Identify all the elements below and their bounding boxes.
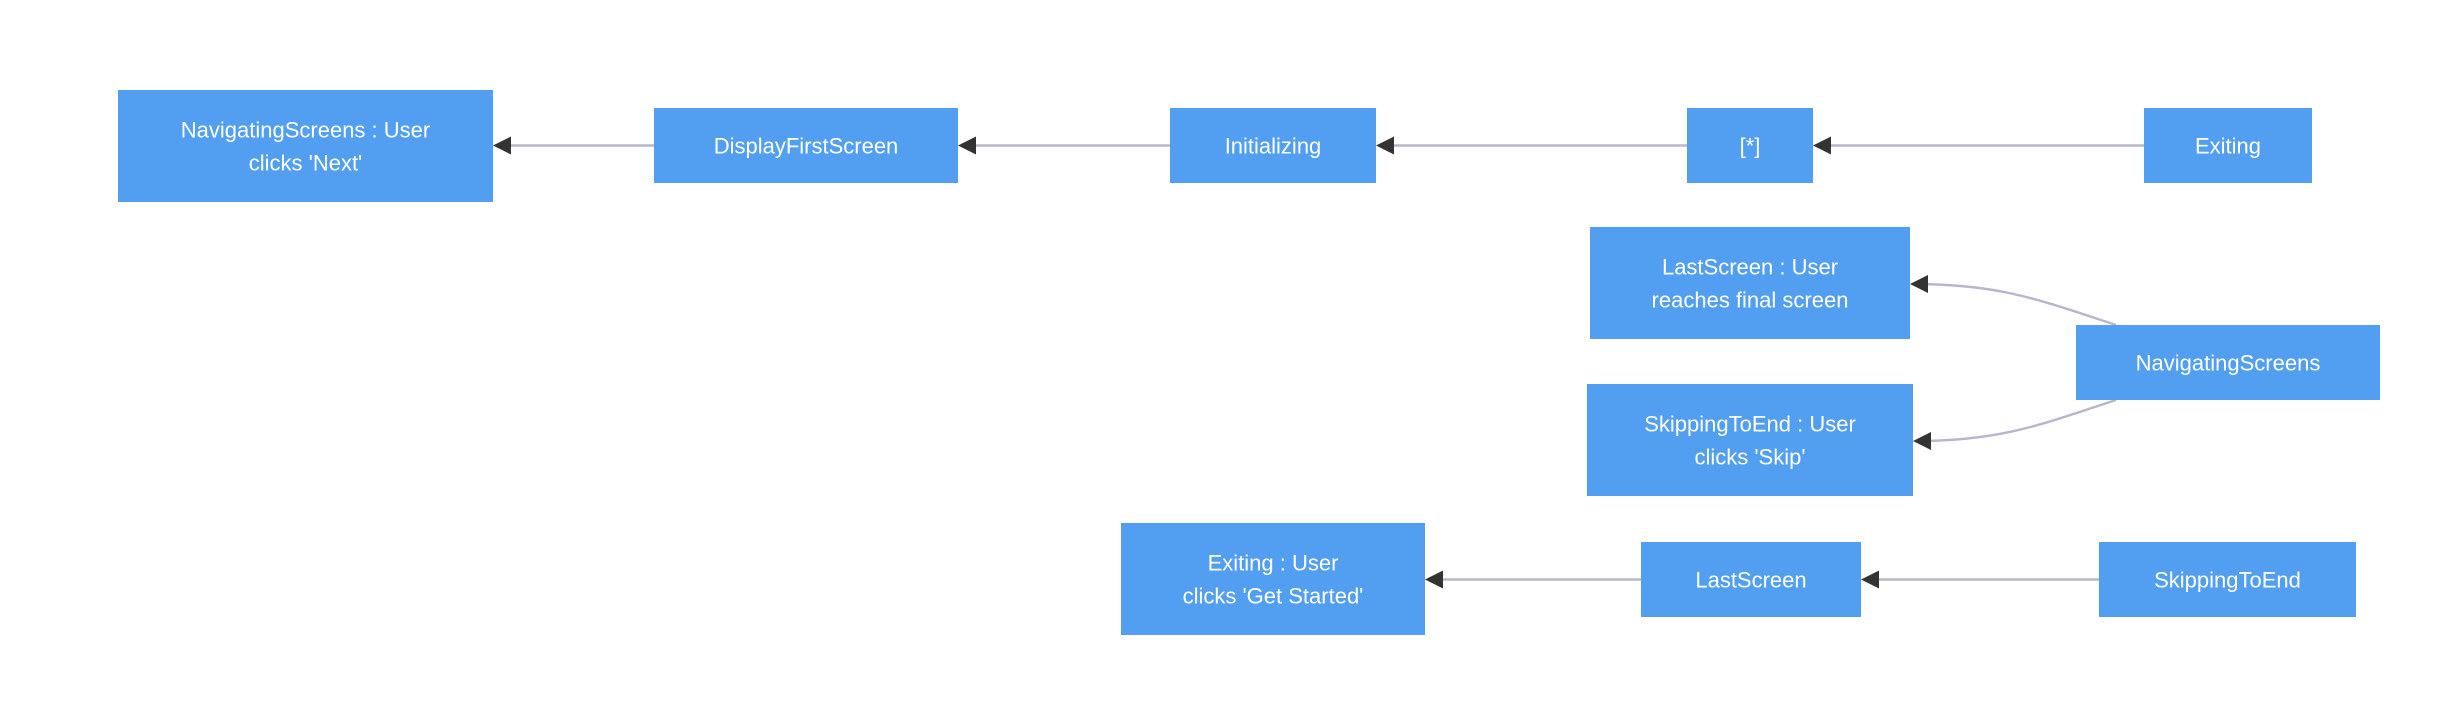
state-label-line: LastScreen : User — [1662, 255, 1838, 280]
state-label-line: reaches final screen — [1652, 288, 1849, 313]
arrowhead-lastscreen-final — [1910, 275, 1928, 293]
arrowhead-initializing — [1376, 136, 1394, 155]
state-box — [2076, 325, 2380, 400]
state-node-skipping: SkippingToEnd — [2099, 542, 2356, 617]
arrowhead-skipping-skip — [1913, 432, 1931, 450]
state-node-display-first: DisplayFirstScreen — [654, 108, 958, 183]
state-label-line: DisplayFirstScreen — [714, 134, 899, 159]
state-label-line: Initializing — [1225, 134, 1322, 159]
state-label-line: clicks 'Next' — [249, 151, 363, 176]
state-box — [1641, 542, 1861, 617]
state-label-line: LastScreen — [1695, 568, 1806, 593]
state-box — [2144, 108, 2312, 183]
state-box — [654, 108, 958, 183]
state-box — [1587, 384, 1913, 496]
state-label-line: SkippingToEnd : User — [1644, 412, 1856, 437]
edge-navigating-to-lastscreen-final — [1912, 282, 2117, 327]
state-node-lastscreen-final: LastScreen : User reaches final screen — [1590, 227, 1910, 339]
state-node-navigating-next: NavigatingScreens : User clicks 'Next' — [118, 90, 493, 202]
state-label-line: SkippingToEnd — [2154, 568, 2301, 593]
state-label-line: clicks 'Skip' — [1694, 445, 1805, 470]
edges-layer — [493, 136, 2144, 589]
state-box — [118, 90, 493, 202]
arrowhead-exiting-getstarted — [1425, 570, 1443, 589]
state-box — [1590, 227, 1910, 339]
state-node-skipping-skip: SkippingToEnd : User clicks 'Skip' — [1587, 384, 1913, 496]
state-node-exiting: Exiting — [2144, 108, 2312, 183]
edge-navigating-to-skipping-skip — [1915, 398, 2117, 443]
state-label-line: Exiting : User — [1208, 551, 1339, 576]
arrowhead-display-first — [958, 136, 976, 155]
state-box — [1121, 523, 1425, 635]
state-node-navigating: NavigatingScreens — [2076, 325, 2380, 400]
state-label-line: NavigatingScreens : User — [181, 118, 430, 143]
state-box — [1170, 108, 1376, 183]
state-label-line: clicks 'Get Started' — [1183, 584, 1364, 609]
state-node-exiting-getstarted: Exiting : User clicks 'Get Started' — [1121, 523, 1425, 635]
state-label-line: [*] — [1740, 134, 1761, 159]
state-node-start: [*] — [1687, 108, 1813, 183]
state-node-lastscreen: LastScreen — [1641, 542, 1861, 617]
arrowhead-lastscreen — [1861, 570, 1879, 589]
state-node-initializing: Initializing — [1170, 108, 1376, 183]
state-label-line: NavigatingScreens — [2136, 351, 2321, 376]
arrowhead-navigating-next — [493, 136, 511, 155]
state-label-line: Exiting — [2195, 134, 2261, 159]
arrowhead-start — [1813, 136, 1831, 155]
nodes-layer: NavigatingScreens : User clicks 'Next' Dis… — [118, 90, 2380, 635]
state-box — [1687, 108, 1813, 183]
state-box — [2099, 542, 2356, 617]
